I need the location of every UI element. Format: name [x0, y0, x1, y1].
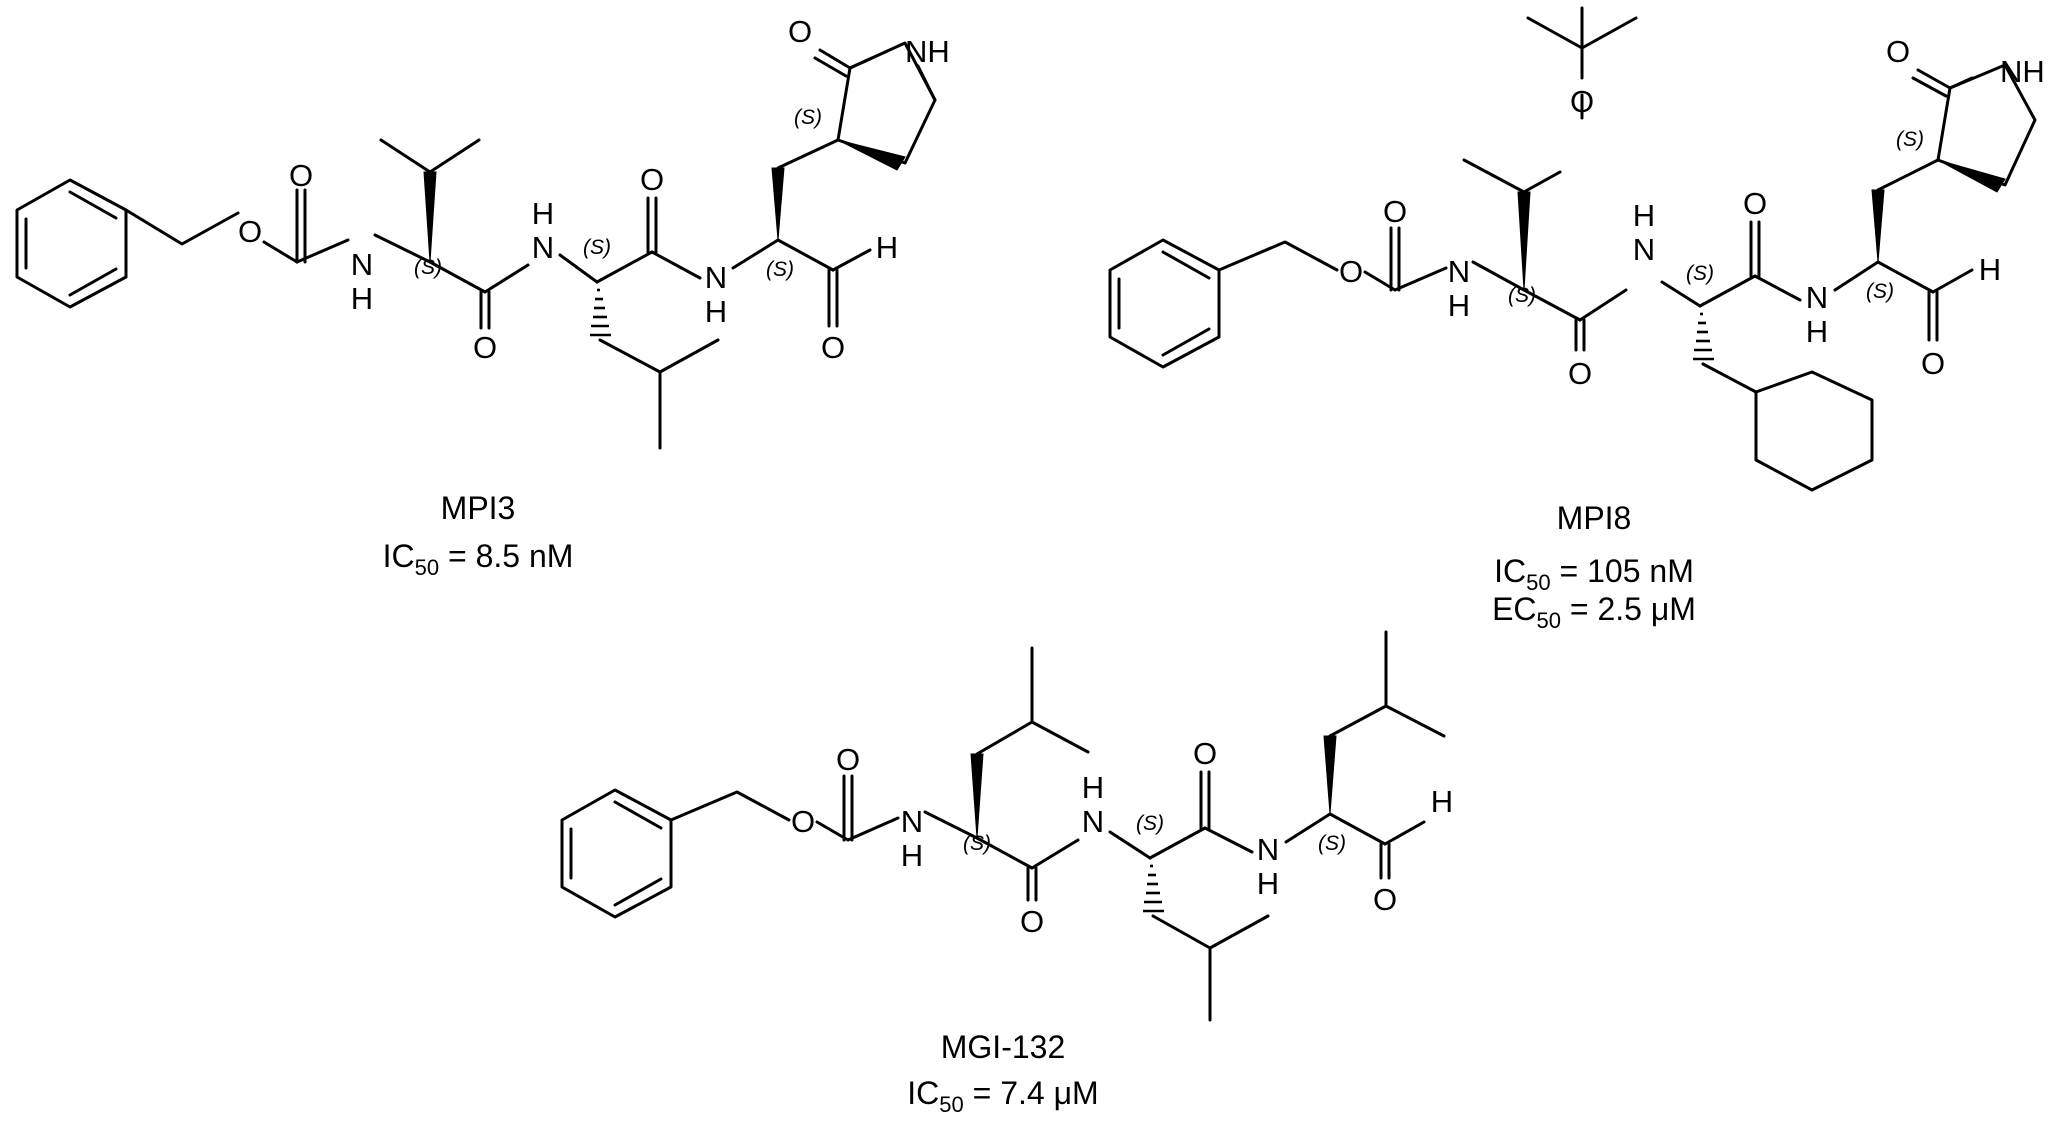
atom-o: O	[836, 742, 860, 777]
activity-ic50: IC50 = 7.4 μM	[907, 1075, 1098, 1117]
atom-n: N	[1633, 232, 1655, 267]
atom-n: N	[901, 804, 923, 839]
activity-value: = 7.4 μM	[964, 1075, 1099, 1111]
caption-mpi3: MPI3 IC50 = 8.5 nM	[383, 490, 574, 580]
atom-nh: NH	[905, 34, 950, 69]
structure-mgi-132	[560, 630, 1446, 1022]
activity-value: = 8.5 nM	[439, 538, 573, 574]
stereo-label: (S)	[794, 106, 822, 129]
structure-mpi3	[15, 41, 937, 450]
atom-h: H	[1633, 198, 1655, 233]
atom-o: O	[1373, 882, 1397, 917]
atom-n: N	[1448, 254, 1470, 289]
atom-o: O	[1568, 356, 1592, 391]
structure-mpi8	[1108, 6, 2037, 492]
activity-subscript: 50	[415, 555, 439, 580]
activity-subscript: 50	[1526, 570, 1550, 595]
caption-mpi8: MPI8 IC50 = 105 nM EC50 = 2.5 μM	[1492, 500, 1696, 633]
stereo-label: (S)	[1136, 812, 1164, 835]
activity-ec50: EC50 = 2.5 μM	[1492, 591, 1696, 633]
atom-h: H	[1979, 252, 2001, 287]
stereo-label: (S)	[963, 832, 991, 855]
atom-h: H	[1082, 770, 1104, 805]
atom-labels-mpi3: O O N H O H N O N H O H O NH (S) (S) (S)…	[238, 14, 950, 365]
activity-prefix: IC	[907, 1075, 939, 1111]
atom-o: O	[791, 804, 815, 839]
atom-h: H	[351, 281, 373, 316]
atom-n: N	[1257, 832, 1279, 867]
stereo-label: (S)	[1508, 284, 1536, 307]
atom-o: O	[1743, 186, 1767, 221]
atom-n: N	[532, 230, 554, 265]
stereo-label: (S)	[1866, 280, 1894, 303]
stereo-label: (S)	[766, 258, 794, 281]
activity-prefix: IC	[383, 538, 415, 574]
caption-mgi-132: MGI-132 IC50 = 7.4 μM	[907, 1029, 1098, 1117]
atom-o: O	[1383, 194, 1407, 229]
activity-subscript: 50	[1537, 608, 1561, 633]
activity-prefix: EC	[1492, 591, 1536, 627]
activity-subscript: 50	[939, 1092, 963, 1117]
stereo-label: (S)	[414, 256, 442, 279]
atom-o: O	[1886, 34, 1910, 69]
atom-labels-mgi-132: O O N H O H N O N H O H (S) (S) (S)	[791, 736, 1453, 939]
compound-name: MPI3	[441, 490, 516, 526]
atom-h: H	[1257, 866, 1279, 901]
atom-n: N	[1082, 804, 1104, 839]
stereo-label: (S)	[583, 236, 611, 259]
atom-o: O	[1570, 84, 1594, 119]
atom-h: H	[532, 196, 554, 231]
atom-o: O	[788, 14, 812, 49]
atom-n: N	[1806, 280, 1828, 315]
atom-nh: NH	[2000, 54, 2045, 89]
atom-o: O	[821, 330, 845, 365]
atom-o: O	[238, 214, 262, 249]
atom-h: H	[1448, 288, 1470, 323]
atom-o: O	[1339, 254, 1363, 289]
atom-labels-mpi8: O O N H O O H N O N H O H O NH (S) (S) (…	[1339, 34, 2045, 391]
stereo-label: (S)	[1896, 128, 1924, 151]
compound-name: MPI8	[1557, 500, 1632, 536]
activity-value: = 105 nM	[1551, 553, 1694, 589]
activity-ic50: IC50 = 105 nM	[1494, 553, 1694, 595]
atom-o: O	[1193, 736, 1217, 771]
atom-o: O	[289, 158, 313, 193]
stereo-label: (S)	[1686, 262, 1714, 285]
atom-o: O	[473, 330, 497, 365]
atom-h: H	[1431, 784, 1453, 819]
atom-h: H	[705, 294, 727, 329]
activity-ic50: IC50 = 8.5 nM	[383, 538, 574, 580]
atom-o: O	[1020, 904, 1044, 939]
activity-prefix: IC	[1494, 553, 1526, 589]
atom-h: H	[1806, 314, 1828, 349]
stereo-label: (S)	[1318, 832, 1346, 855]
atom-n: N	[351, 247, 373, 282]
activity-value: = 2.5 μM	[1561, 591, 1696, 627]
atom-h: H	[901, 838, 923, 873]
atom-h: H	[876, 230, 898, 265]
atom-o: O	[1921, 346, 1945, 381]
compound-name: MGI-132	[941, 1029, 1065, 1065]
atom-o: O	[640, 162, 664, 197]
atom-n: N	[705, 260, 727, 295]
